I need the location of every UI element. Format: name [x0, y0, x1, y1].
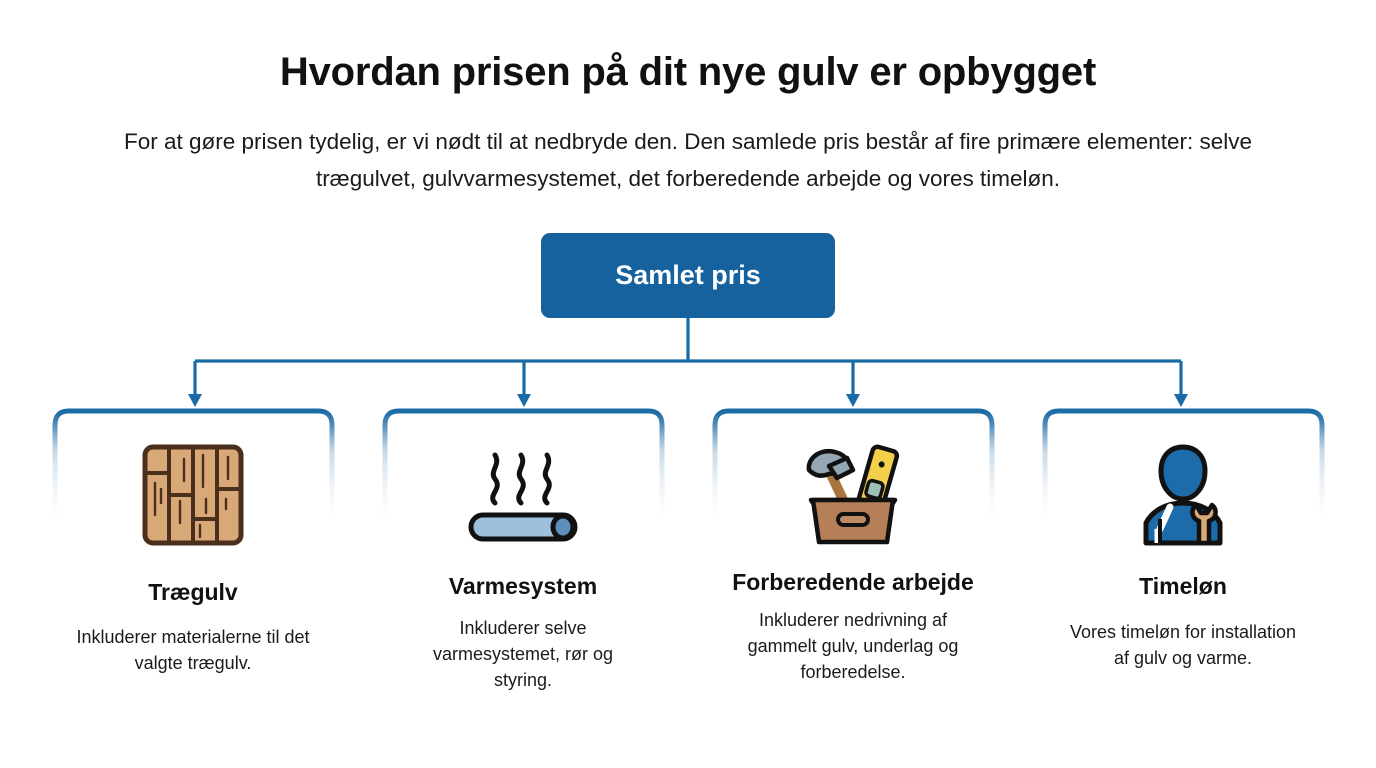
arrowhead-4	[1174, 394, 1188, 407]
root-node-label: Samlet pris	[615, 260, 761, 290]
worker-with-wrench-icon	[1143, 444, 1223, 546]
page-title: Hvordan prisen på dit nye gulv er opbygg…	[279, 50, 1097, 94]
card-varmesystem[interactable]: Varmesystem Inkluderer selve varmesystem…	[380, 407, 666, 747]
card-row: Trægulv Inkluderer materialerne til det …	[0, 407, 1376, 747]
wood-floor-planks-icon	[142, 444, 244, 546]
card-timelon[interactable]: Timeløn Vores timeløn for installation a…	[1040, 407, 1326, 747]
icon-wrapper	[381, 435, 666, 555]
card-traegulv[interactable]: Trægulv Inkluderer materialerne til det …	[50, 407, 336, 747]
root-node-samlet-pris: Samlet pris	[541, 233, 835, 318]
card-title: Forberedende arbejde	[732, 569, 974, 595]
page-subtitle: For at gøre prisen tydelig, er vi nødt t…	[124, 129, 1252, 191]
arrowhead-2	[517, 394, 531, 407]
card-description: Inkluderer nedrivning af gammelt gulv, u…	[747, 610, 959, 682]
card-forberedende-arbejde[interactable]: Forberedende arbejde Inkluderer nedrivni…	[710, 407, 996, 747]
card-description: Inkluderer materialerne til det valgte t…	[76, 627, 310, 673]
heating-pipe-icon	[468, 452, 578, 542]
icon-wrapper	[1041, 435, 1326, 555]
card-description: Inkluderer selve varmesystemet, rør og s…	[432, 618, 614, 690]
card-title: Varmesystem	[448, 573, 598, 599]
card-title: Trægulv	[148, 579, 238, 605]
arrowhead-3	[846, 394, 860, 407]
icon-wrapper	[711, 435, 996, 555]
arrowhead-1	[188, 394, 202, 407]
toolbox-icon	[806, 444, 900, 545]
card-description: Vores timeløn for installation af gulv o…	[1069, 622, 1297, 668]
icon-wrapper	[51, 435, 336, 555]
card-title: Timeløn	[1139, 573, 1227, 599]
